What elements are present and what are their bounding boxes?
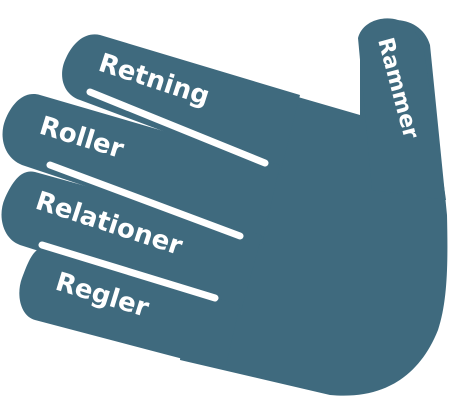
hand-illustration: Rammer Retning Roller Relationer Regler — [0, 0, 449, 403]
hand-diagram: Rammer Retning Roller Relationer Regler — [0, 0, 449, 403]
